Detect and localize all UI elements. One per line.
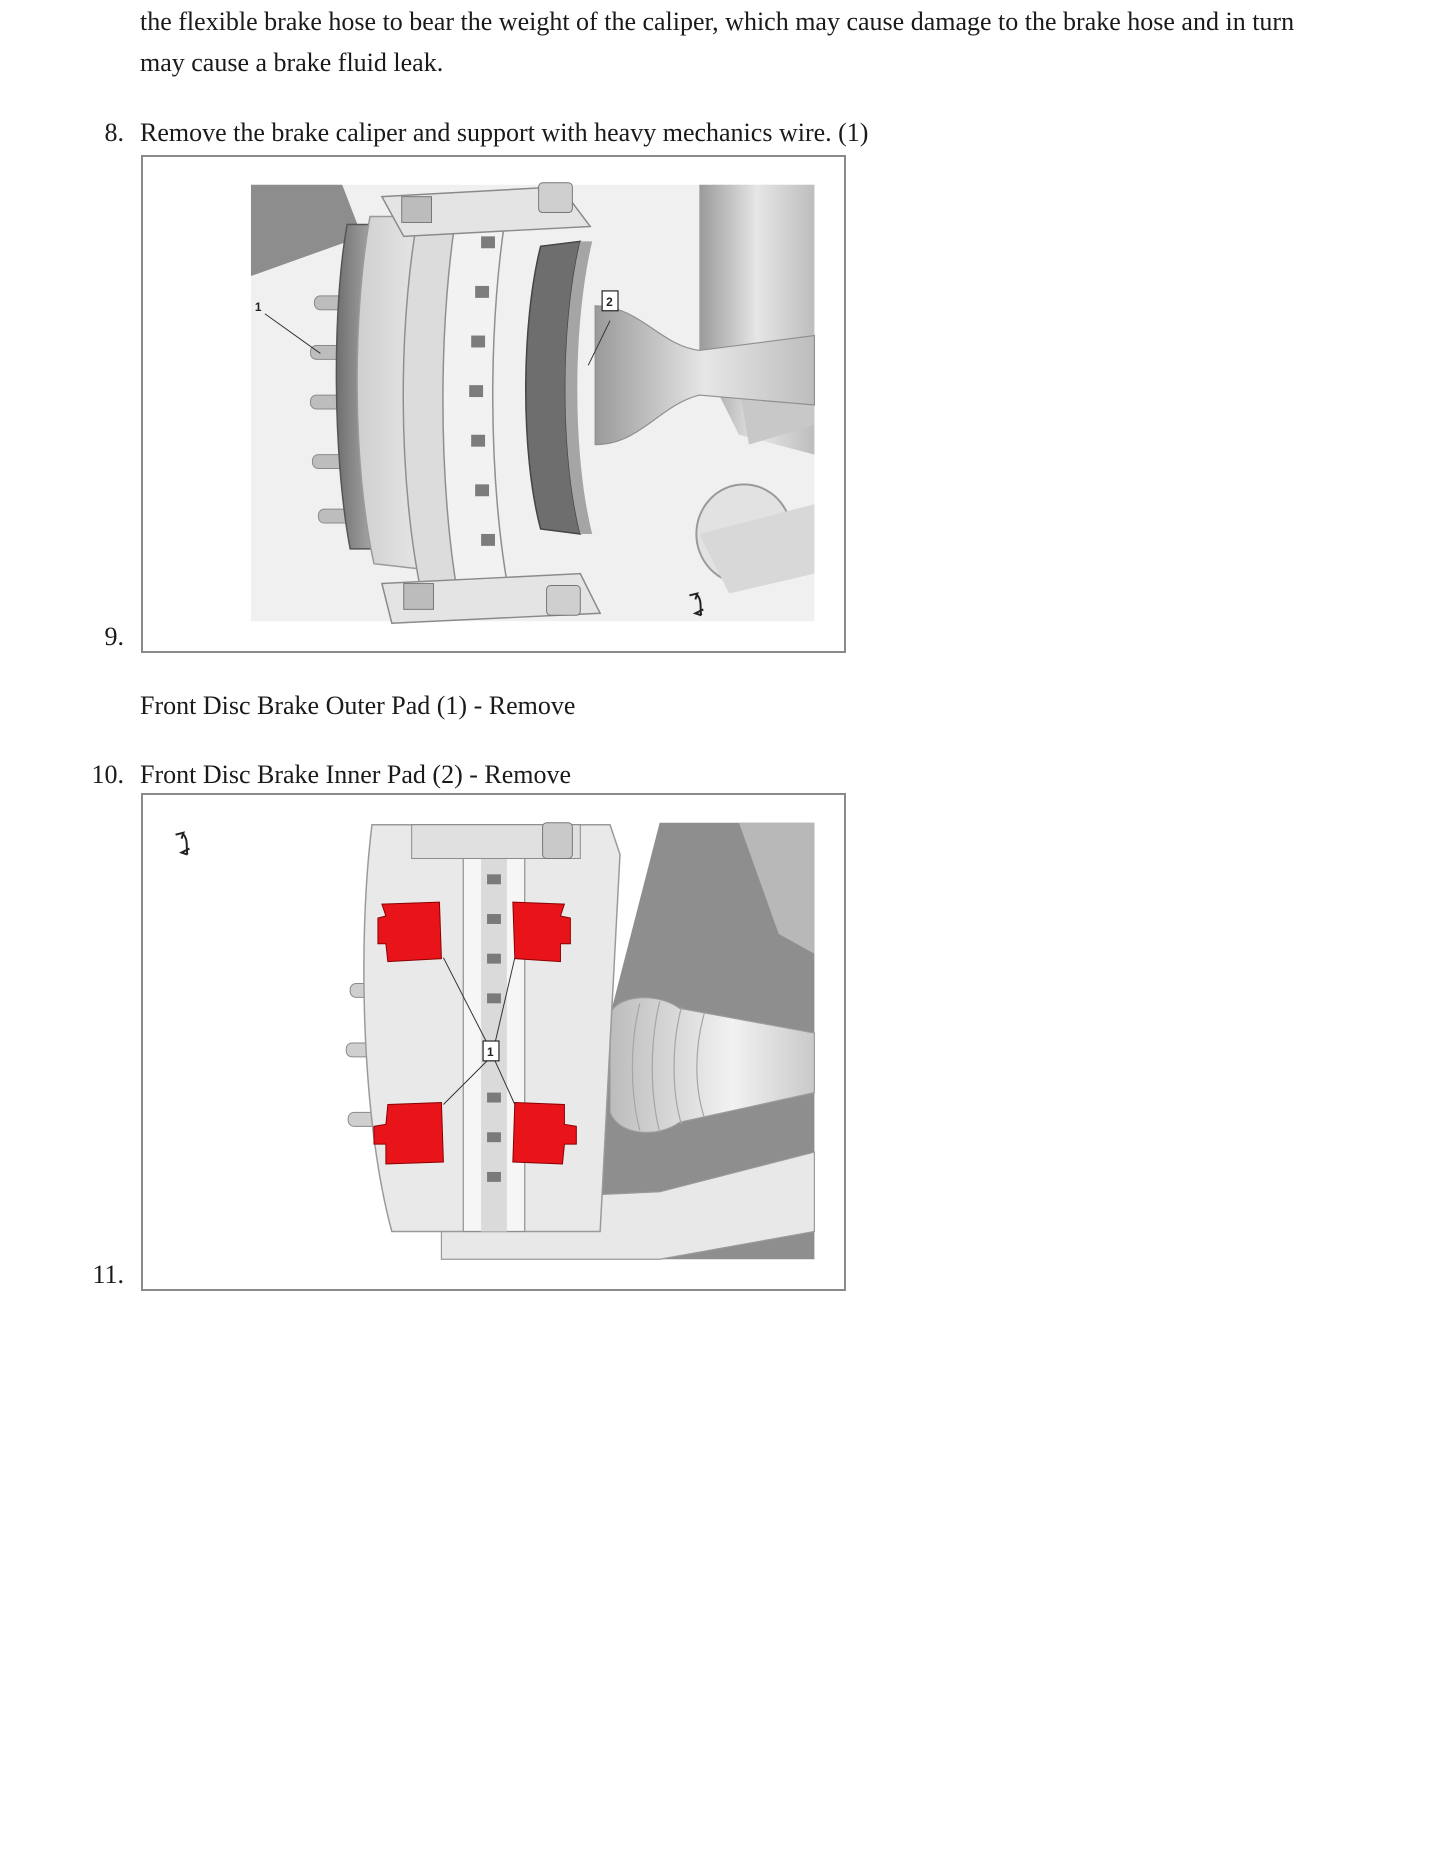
pad-clips-illustration: 1 [175,822,815,1260]
pad-clip-highlights [373,901,577,1165]
view-direction-icon [689,592,704,617]
figure1-callout-2: 2 [606,295,613,309]
step-10-number: 10. [91,760,125,789]
intro-line-2: may cause a brake fluid leak. [140,48,444,77]
figure1-callout-1: 1 [255,300,262,314]
step-9-number: 9. [104,622,125,651]
step-10-text: Front Disc Brake Inner Pad (2) - Remove [140,760,572,789]
step-8-text: Remove the brake caliper and support wit… [140,118,869,147]
intro-paragraph: the flexible brake hose to bear the weig… [140,1,1360,83]
brake-caliper-illustration: 1 2 [250,182,815,624]
figure-brake-caliper-pads: 1 2 [141,155,846,653]
step-11-number: 11. [92,1260,124,1289]
figure2-callout-1: 1 [487,1045,494,1059]
step-9-text: Front Disc Brake Outer Pad (1) - Remove [140,691,576,720]
intro-line-1: the flexible brake hose to bear the weig… [140,7,1295,36]
view-direction-icon [175,831,190,856]
figure-pad-clips: 1 [141,793,846,1291]
step-8-number: 8. [104,118,125,147]
